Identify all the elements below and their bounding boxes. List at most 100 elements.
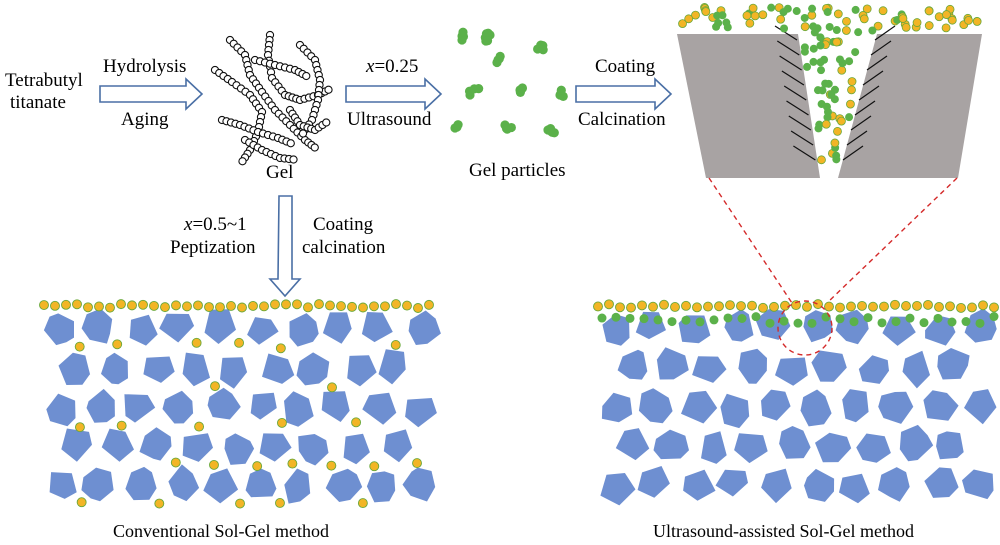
gel-particle [611, 312, 621, 322]
zoom-line-left [708, 177, 793, 304]
tio2-particle [912, 300, 922, 311]
x-value-label: x=0.25 [365, 56, 418, 77]
tio2-particle [901, 301, 911, 311]
substrate-grain [924, 467, 959, 498]
pore-particle [847, 77, 857, 86]
pore-particle [827, 90, 836, 99]
gel-label: Gel [266, 162, 293, 183]
pore-particle [809, 44, 818, 53]
tio2-particle [391, 299, 401, 310]
tio2-particle [287, 458, 298, 469]
pore-particle [833, 127, 842, 136]
substrate-grain [43, 313, 74, 346]
substrate-grain [899, 424, 934, 462]
gel-particle [545, 125, 556, 135]
substrate-grain [220, 357, 248, 389]
surface-particle [780, 24, 789, 33]
aging-label: Aging [121, 109, 169, 130]
substrate-grain [101, 352, 128, 385]
tio2-particle [235, 498, 245, 509]
tio2-particle [270, 299, 280, 310]
tio2-particle [226, 301, 236, 311]
tio2-particle [83, 302, 93, 313]
surface-particle [800, 22, 810, 32]
substrate-grain [720, 393, 750, 429]
substrate-grain [81, 308, 113, 344]
gel-particle [779, 316, 789, 326]
pore-particle [830, 138, 840, 148]
substrate-grain [262, 353, 295, 384]
tio2-particle [890, 299, 900, 310]
gel-particle [538, 45, 548, 55]
tio2-particle [369, 301, 379, 312]
substrate-grain [601, 392, 633, 423]
surface-particle [898, 14, 908, 24]
hatch-line [790, 130, 814, 146]
hatch-line [793, 145, 816, 161]
tio2-particle [326, 460, 337, 471]
surface-particle [718, 11, 727, 20]
tio2-particle [769, 301, 779, 312]
tio2-particle [149, 300, 159, 311]
caption-conventional: Conventional Sol-Gel method [113, 521, 329, 541]
surface-particle [964, 16, 973, 25]
x-value: =0.25 [374, 56, 418, 77]
tio2-particle [39, 300, 49, 310]
tio2-particle [835, 302, 845, 313]
substrate-grain [701, 431, 727, 464]
pore-particles [678, 3, 982, 165]
hatch-line [779, 55, 802, 71]
pore-particle [809, 57, 818, 66]
tio2-particle [670, 302, 680, 312]
tio2-particle [780, 300, 790, 311]
substrate-grain [259, 433, 292, 462]
gel-bead [238, 157, 247, 166]
pore-particle [841, 26, 851, 35]
surface-particle [934, 12, 944, 22]
hatch-line [870, 40, 892, 56]
substrate-grain [378, 349, 406, 385]
hatch-line [854, 100, 876, 116]
tio2-particle [351, 417, 362, 428]
tio2-particle [248, 300, 258, 311]
substrate-grain [402, 467, 436, 502]
substrate-grain [383, 429, 413, 463]
gel-particle [452, 122, 462, 132]
substrate-grain [775, 357, 808, 386]
surface-particle [776, 14, 786, 24]
substrate-grain [615, 428, 650, 461]
tio2-particle [193, 300, 203, 311]
gel-particle [653, 315, 663, 325]
x-range-value: =0.5~1 [192, 214, 246, 235]
surface-particle [912, 18, 922, 27]
pore-particle [824, 79, 833, 88]
gel-particle [695, 317, 705, 327]
surface-particle [924, 21, 934, 30]
substrate-grain [204, 309, 236, 344]
gel-particle [807, 318, 817, 328]
tio2-particle [857, 300, 867, 311]
substrate-grain [101, 428, 134, 462]
tio2-particle [989, 302, 999, 313]
pore-particle [845, 57, 854, 66]
gel-bead [302, 71, 311, 81]
tio2-particle [369, 461, 380, 472]
tio2-particle [170, 457, 181, 468]
tio2-particle [923, 299, 933, 310]
tio2-particle [171, 300, 181, 311]
substrate-grain [224, 433, 255, 465]
hollow-arrow-icon [99, 77, 204, 111]
surface-particle [878, 6, 888, 16]
gel-particle [877, 318, 887, 328]
substrate-grain [804, 468, 835, 502]
tio2-particle [747, 300, 757, 311]
tio2-particle [358, 302, 368, 313]
tio2-particle [336, 301, 346, 312]
tio2-particle [237, 302, 247, 313]
surface-particle [833, 9, 843, 19]
substrate-grain [761, 468, 792, 504]
gel-bead [289, 155, 298, 164]
substrate-grain [362, 392, 397, 425]
tio2-particle [234, 337, 245, 348]
